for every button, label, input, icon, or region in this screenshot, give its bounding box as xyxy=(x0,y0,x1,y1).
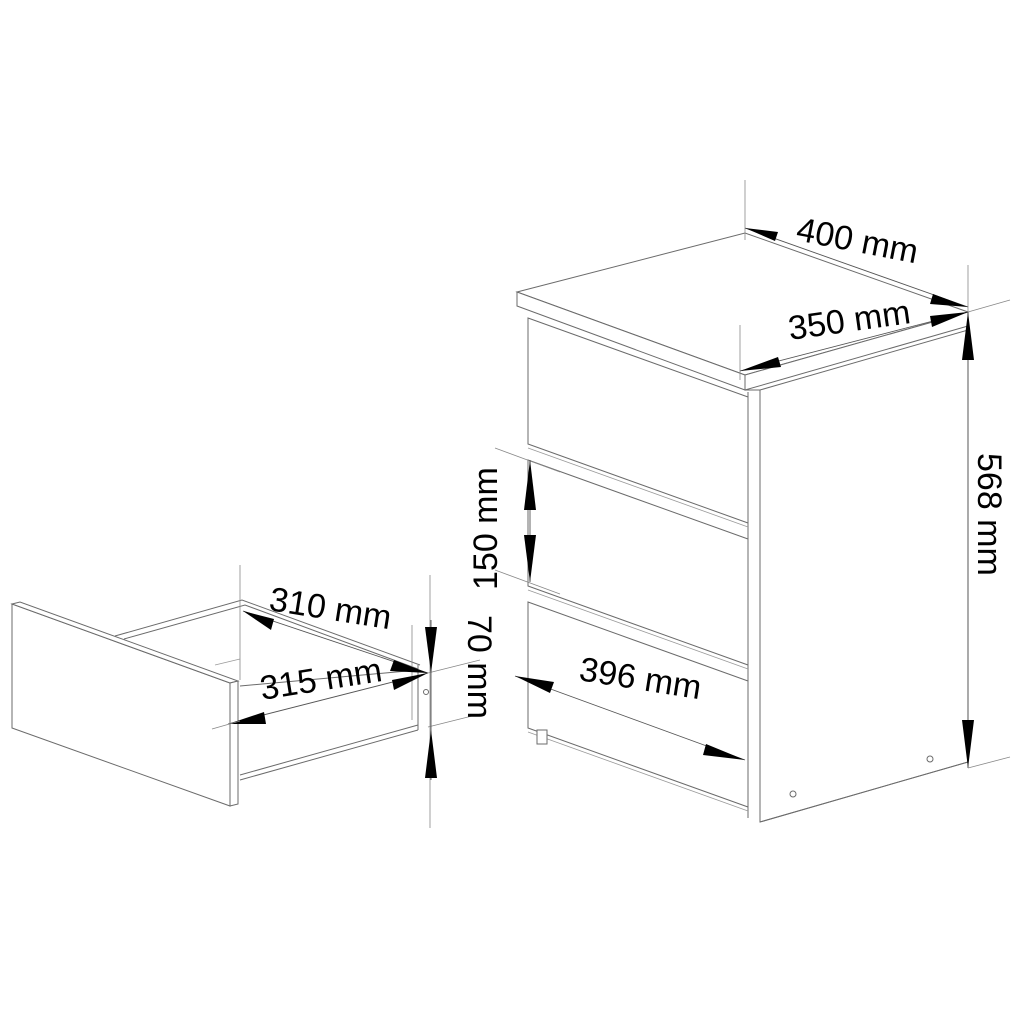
label-310mm: 310 mm xyxy=(267,580,394,637)
cabinet-side-panel xyxy=(759,329,969,823)
label-568mm: 568 mm xyxy=(970,453,1008,576)
label-315mm: 315 mm xyxy=(257,651,384,708)
cabinet xyxy=(515,232,970,823)
drawer xyxy=(10,599,429,807)
drawer-front-3 xyxy=(527,601,749,808)
cabinet-dimensions xyxy=(494,180,1011,769)
cabinet-foot xyxy=(536,729,548,745)
drawer-dimensions xyxy=(211,565,481,828)
drawer-hole xyxy=(423,689,429,695)
label-70mm: 70 mm xyxy=(460,615,498,719)
hole-2 xyxy=(926,755,934,763)
drawer-front-1 xyxy=(527,317,749,524)
label-150mm: 150 mm xyxy=(467,467,505,590)
hole-1 xyxy=(789,790,797,798)
